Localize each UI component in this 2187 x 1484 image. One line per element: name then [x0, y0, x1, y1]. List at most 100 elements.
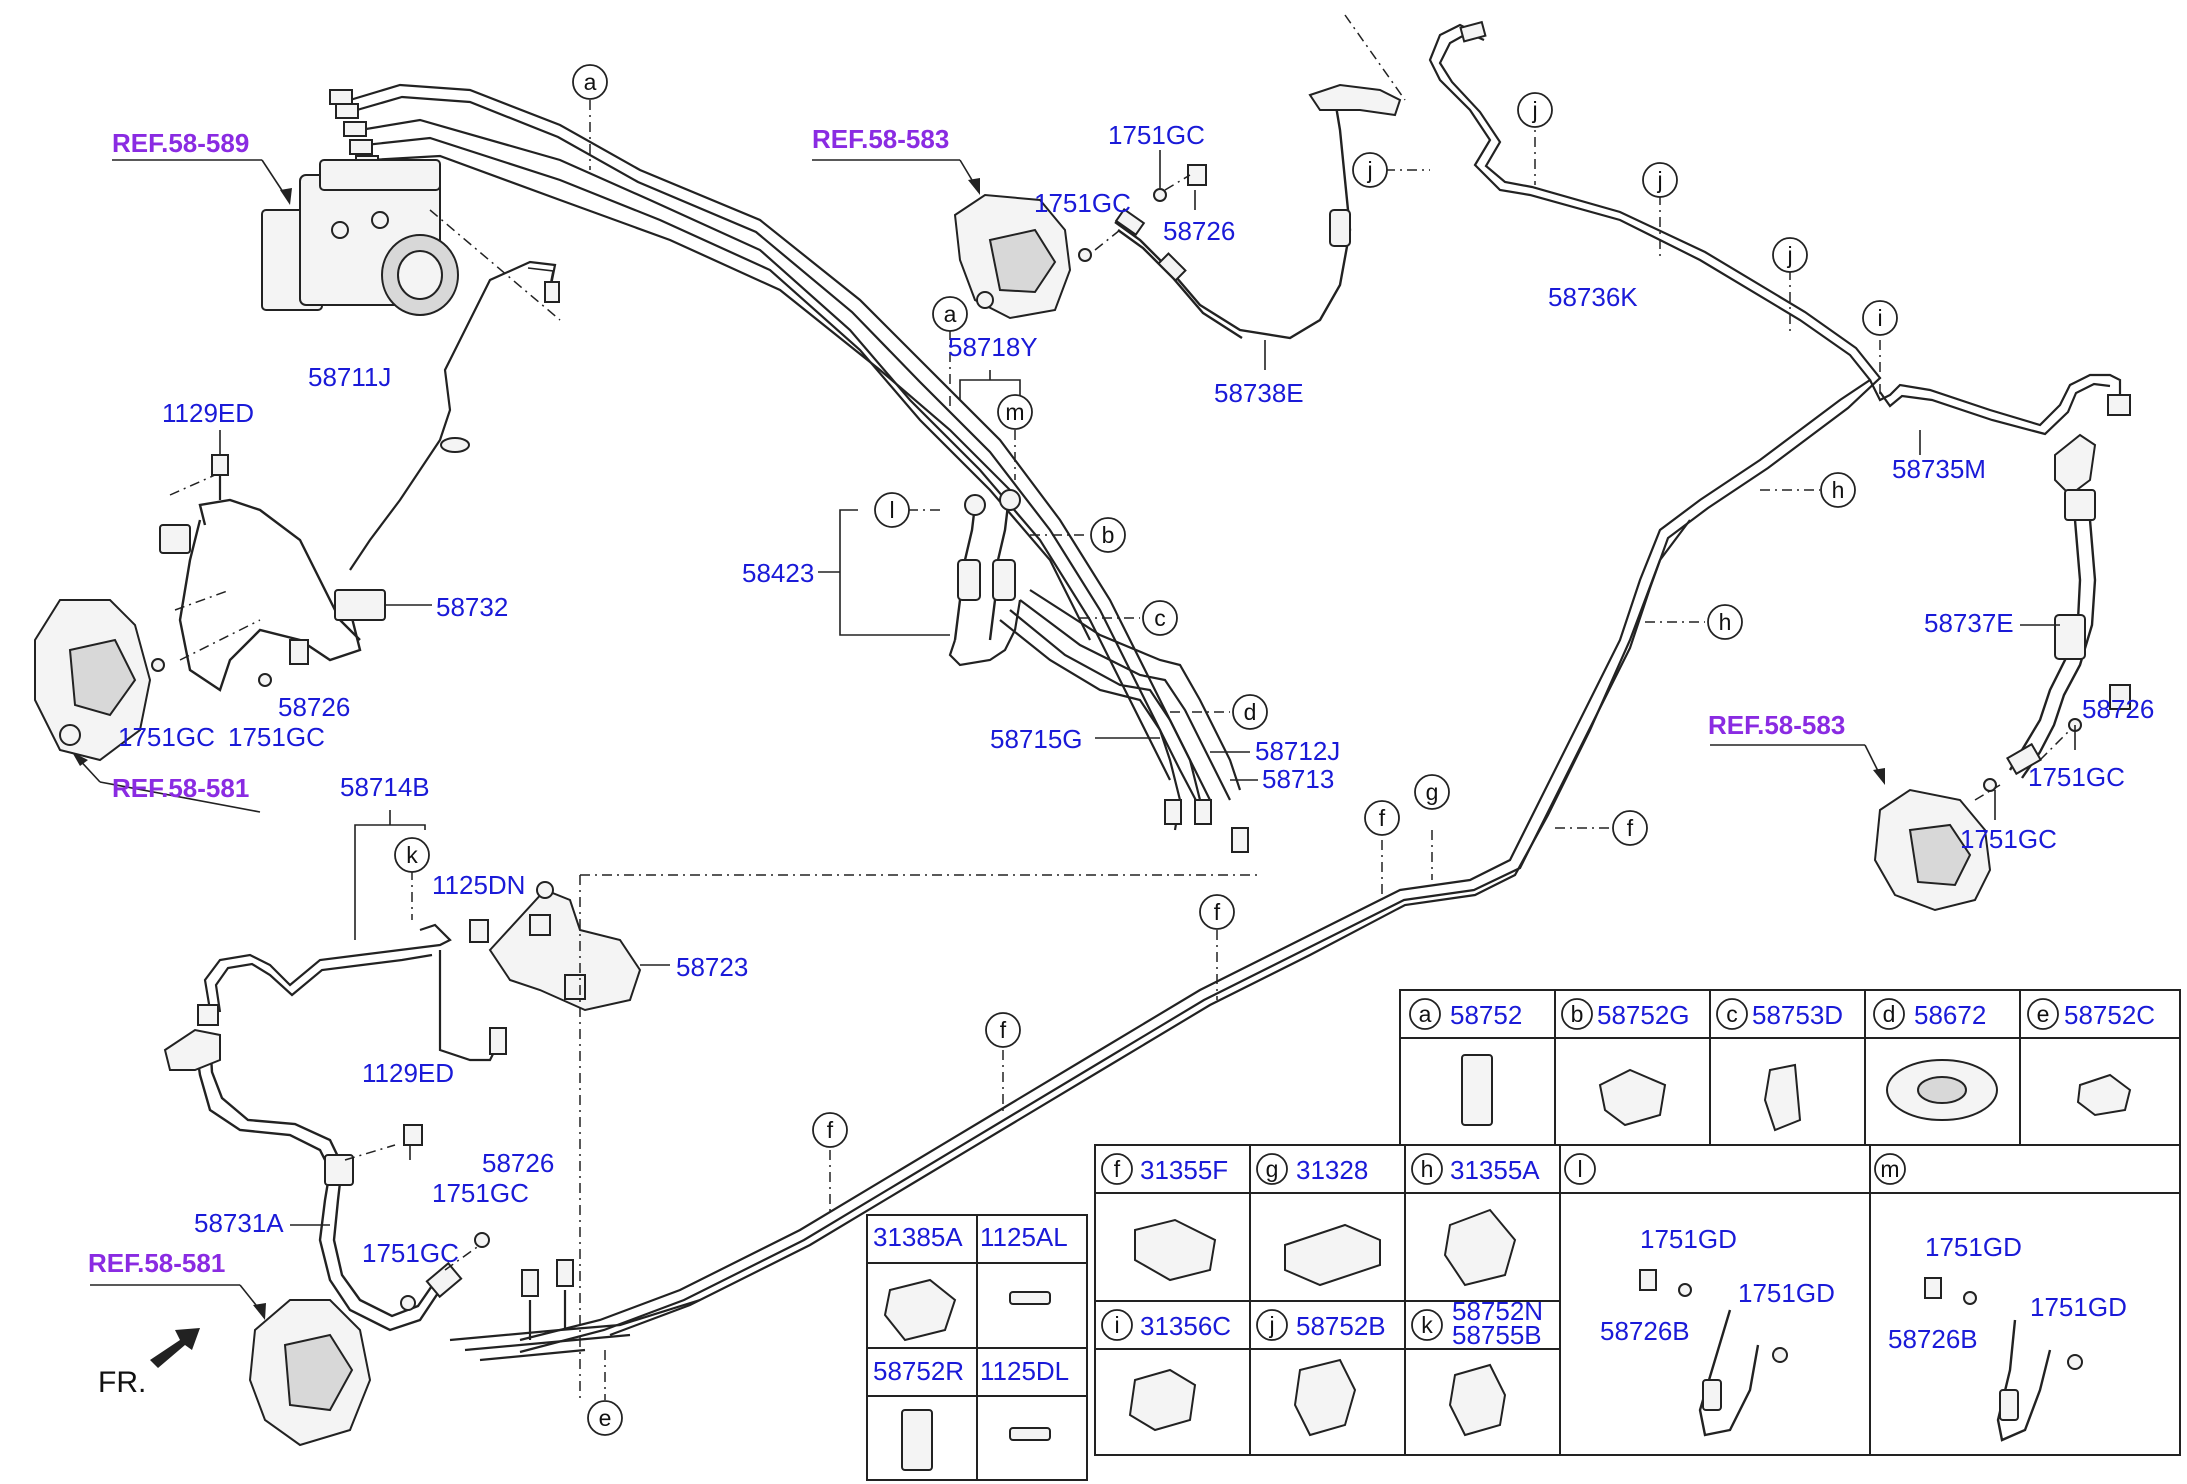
legend-part-i: 31356C	[1140, 1311, 1231, 1341]
callout-h-2: h	[1719, 609, 1732, 635]
callout-d: d	[1244, 699, 1257, 725]
detail-l-1751GD-b: 1751GD	[1738, 1278, 1835, 1308]
callout-l: l	[889, 497, 894, 523]
callout-m: m	[1005, 399, 1024, 425]
label-58712J: 58712J	[1255, 736, 1340, 766]
legend-headers: a 58752 b 58752G c 58753D d 58672 e 5875…	[873, 998, 2155, 1386]
ref-rear-left-caliper: REF.58-581	[88, 1248, 225, 1278]
front-direction-label: FR.	[98, 1366, 146, 1399]
label-58713: 58713	[1262, 764, 1334, 794]
bracket-58723	[488, 881, 642, 1012]
detail-l-1751GD-a: 1751GD	[1640, 1224, 1737, 1254]
label-58726-front-left: 58726	[278, 692, 350, 722]
legend-part-k-2: 58755B	[1452, 1320, 1542, 1350]
label-58726-rr: 58726	[2082, 694, 2154, 724]
callout-k: k	[406, 842, 418, 868]
legend-part-k-1: 58752N	[1452, 1296, 1543, 1326]
callout-a-top: a	[584, 69, 597, 95]
legend-key-f: f	[1114, 1156, 1121, 1182]
legend-key-d: d	[1883, 1001, 1896, 1027]
callout-j-2: j	[1531, 97, 1537, 123]
detail-m: 1751GD 1751GD 58726B	[1888, 1232, 2127, 1442]
label-58714B: 58714B	[340, 772, 430, 802]
legend-part-d: 58672	[1914, 1000, 1986, 1030]
label-58738E: 58738E	[1214, 378, 1304, 408]
detail-m-58726B: 58726B	[1888, 1324, 1978, 1354]
callout-f-1: f	[1379, 805, 1386, 831]
label-58735M: 58735M	[1892, 454, 1986, 484]
legend-part-c: 58753D	[1752, 1000, 1843, 1030]
clip-31355F-icon	[1134, 1218, 1217, 1282]
legend-part-icons	[883, 1054, 2132, 1471]
callout-a-mid: a	[944, 301, 957, 327]
hoses-58423	[948, 489, 1022, 667]
legend-part-f: 31355F	[1140, 1155, 1228, 1185]
label-1751GC-rl-a: 1751GC	[432, 1178, 529, 1208]
hose-58732	[159, 498, 386, 692]
legend-small-1125DL: 1125DL	[980, 1356, 1069, 1386]
legend-key-e: e	[2037, 1001, 2050, 1027]
front-right-caliper	[953, 193, 1072, 320]
clip-58752N-icon	[1448, 1363, 1507, 1437]
clip-31328-icon	[1284, 1223, 1381, 1287]
detail-m-1751GD-b: 1751GD	[2030, 1292, 2127, 1322]
legend-key-a: a	[1419, 1001, 1432, 1027]
label-58715G: 58715G	[990, 724, 1083, 754]
label-1751GC-rr-b: 1751GC	[1960, 824, 2057, 854]
legend-key-m: m	[1880, 1156, 1899, 1182]
legend-key-l: l	[1577, 1156, 1582, 1182]
ref-abs-module: REF.58-589	[112, 128, 249, 158]
abs-hydraulic-module	[261, 159, 459, 316]
label-58718Y: 58718Y	[948, 332, 1038, 362]
clip-58752-icon	[1461, 1054, 1493, 1126]
legend-part-j: 58752B	[1296, 1311, 1386, 1341]
callout-i: i	[1877, 305, 1882, 331]
legend-key-g: g	[1266, 1156, 1279, 1182]
detail-l-58726B: 58726B	[1600, 1316, 1690, 1346]
legend-key-b: b	[1571, 1001, 1584, 1027]
label-58423: 58423	[742, 558, 814, 588]
bolt-1125DL-icon	[1009, 1427, 1051, 1441]
rear-right-caliper	[1873, 788, 1992, 912]
callout-c: c	[1154, 605, 1166, 631]
label-58711J: 58711J	[308, 362, 391, 392]
rear-left-caliper	[248, 1299, 372, 1447]
legend-part-a: 58752	[1450, 1000, 1522, 1030]
legend-key-h: h	[1421, 1156, 1434, 1182]
main-pipe-bundle	[329, 83, 1211, 809]
label-1751GC-fr-a: 1751GC	[1108, 120, 1205, 150]
callout-f-4: f	[1000, 1017, 1007, 1043]
callout-f-5: f	[827, 1117, 834, 1143]
clip-58752B-icon	[1293, 1358, 1357, 1437]
callout-j-1: j	[1366, 157, 1372, 183]
label-1751GC-fr-b: 1751GC	[1034, 188, 1131, 218]
bolt-1129ED	[211, 454, 229, 500]
legend-part-h: 31355A	[1450, 1155, 1540, 1185]
label-1751GC-fl-a: 1751GC	[118, 722, 215, 752]
label-1751GC-rr-a: 1751GC	[2028, 762, 2125, 792]
clip-58752C-icon	[2076, 1073, 2132, 1117]
label-58736K: 58736K	[1548, 282, 1638, 312]
front-left-caliper	[34, 599, 152, 762]
label-1129ED-front: 1129ED	[162, 398, 254, 428]
callout-e: e	[599, 1405, 612, 1431]
label-1125DN: 1125DN	[432, 870, 525, 900]
callout-g: g	[1426, 779, 1439, 805]
bolt-1125AL-icon	[1009, 1291, 1051, 1305]
callout-h-1: h	[1832, 477, 1845, 503]
clip-58752G-icon	[1598, 1068, 1667, 1127]
label-58731A: 58731A	[194, 1208, 284, 1238]
detail-l: 1751GD 1751GD 58726B	[1600, 1224, 1835, 1437]
label-58723: 58723	[676, 952, 748, 982]
label-58726-fr: 58726	[1163, 216, 1235, 246]
label-58726-rl: 58726	[482, 1148, 554, 1178]
ref-front-left-caliper: REF.58-583	[812, 124, 949, 154]
legend-key-k: k	[1421, 1312, 1433, 1338]
callout-f-2: f	[1627, 815, 1634, 841]
letter-callouts: a a b c d e f f f f f g h h i j j j j k …	[394, 64, 1898, 1436]
callout-f-3: f	[1214, 899, 1221, 925]
callout-j-3: j	[1656, 167, 1662, 193]
legend-part-b: 58752G	[1597, 1000, 1690, 1030]
legend-part-e: 58752C	[2064, 1000, 2155, 1030]
label-1129ED-rear: 1129ED	[362, 1058, 454, 1088]
